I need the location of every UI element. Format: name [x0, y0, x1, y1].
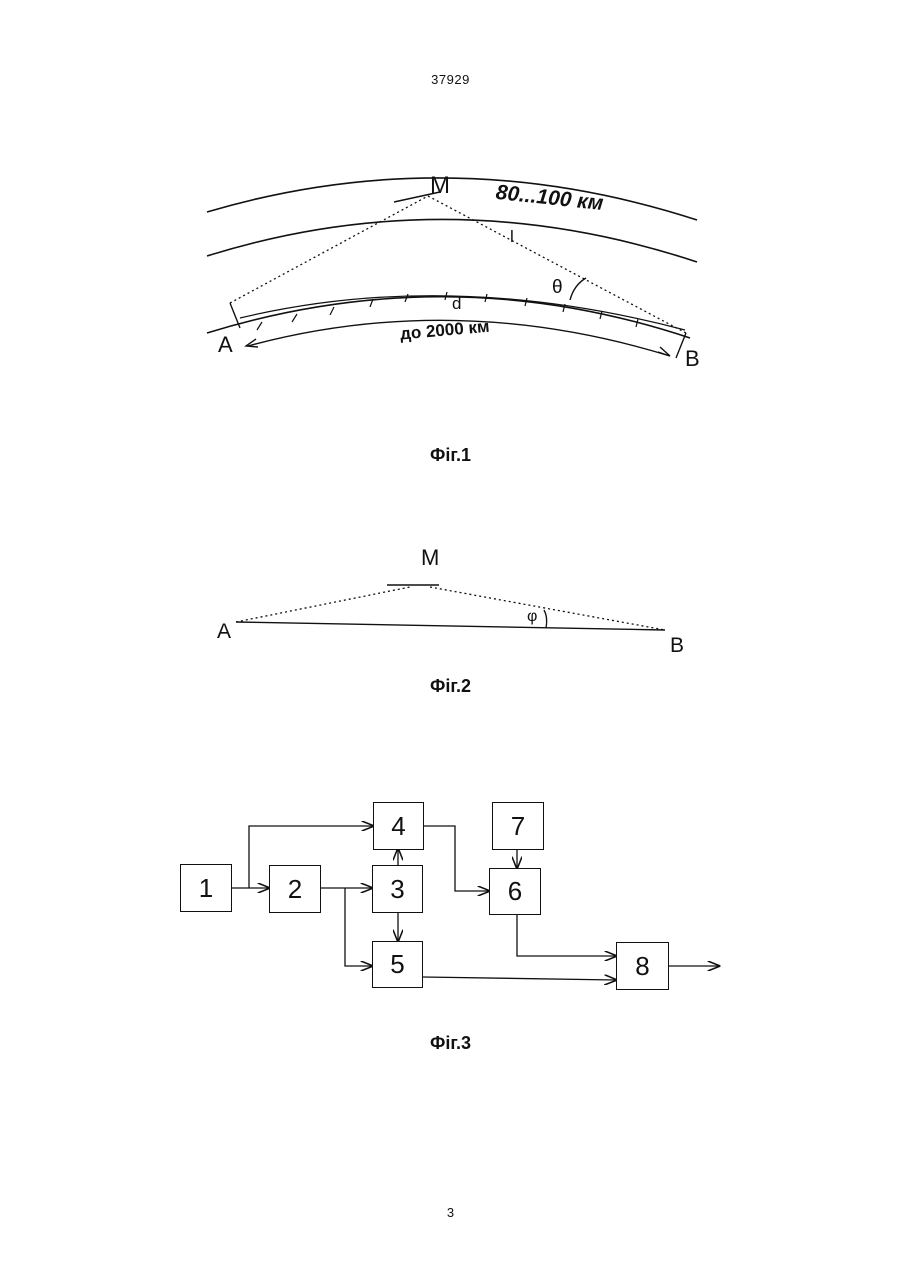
- block-2: 2: [269, 865, 321, 913]
- block-8: 8: [616, 942, 669, 990]
- block-4: 4: [373, 802, 424, 850]
- block-7: 7: [492, 802, 544, 850]
- block-6: 6: [489, 868, 541, 915]
- block-5: 5: [372, 941, 423, 988]
- block-1: 1: [180, 864, 232, 912]
- page-number: 3: [0, 1205, 901, 1220]
- block-3: 3: [372, 865, 423, 913]
- figure-3-caption: Фіг.3: [0, 1033, 901, 1054]
- figure-3-connectors: [0, 0, 901, 1020]
